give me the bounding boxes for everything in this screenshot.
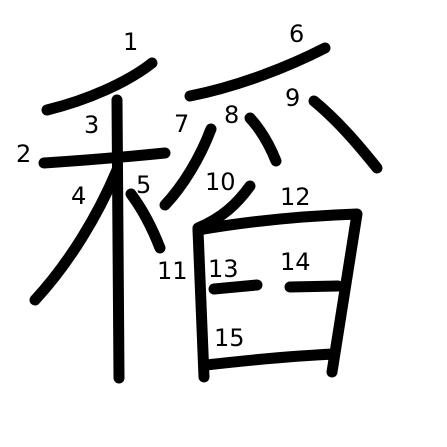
stroke-9 xyxy=(308,95,383,174)
stroke-number-6: 6 xyxy=(289,20,304,48)
stroke-6 xyxy=(184,42,331,102)
stroke-number-14: 14 xyxy=(280,248,311,276)
stroke-number-labels: 1 2 3 4 5 6 7 8 9 10 11 12 13 14 15 xyxy=(16,20,311,352)
stroke-number-15: 15 xyxy=(214,324,245,352)
stroke-number-13: 13 xyxy=(208,255,239,283)
stroke-5 xyxy=(125,188,166,254)
stroke-number-3: 3 xyxy=(84,111,99,139)
stroke-number-11: 11 xyxy=(157,257,188,285)
stroke-11 xyxy=(192,224,210,383)
stroke-number-5: 5 xyxy=(136,171,151,199)
stroke-number-2: 2 xyxy=(16,140,31,168)
stroke-7 xyxy=(159,123,217,211)
stroke-number-10: 10 xyxy=(205,168,236,196)
stroke-3 xyxy=(111,94,125,384)
stroke-4 xyxy=(29,164,123,306)
stroke-number-1: 1 xyxy=(123,28,138,56)
stroke-paths xyxy=(29,42,383,384)
stroke-1 xyxy=(41,57,158,116)
stroke-number-8: 8 xyxy=(224,101,239,129)
stroke-number-9: 9 xyxy=(285,84,300,112)
stroke-2 xyxy=(38,147,171,169)
stroke-14 xyxy=(284,280,344,293)
stroke-15 xyxy=(200,348,340,371)
stroke-number-12: 12 xyxy=(280,183,311,211)
stroke-13 xyxy=(208,279,263,295)
stroke-number-4: 4 xyxy=(71,182,86,210)
stroke-12 xyxy=(192,208,363,378)
stroke-8 xyxy=(244,112,282,167)
stroke-number-7: 7 xyxy=(174,110,189,138)
